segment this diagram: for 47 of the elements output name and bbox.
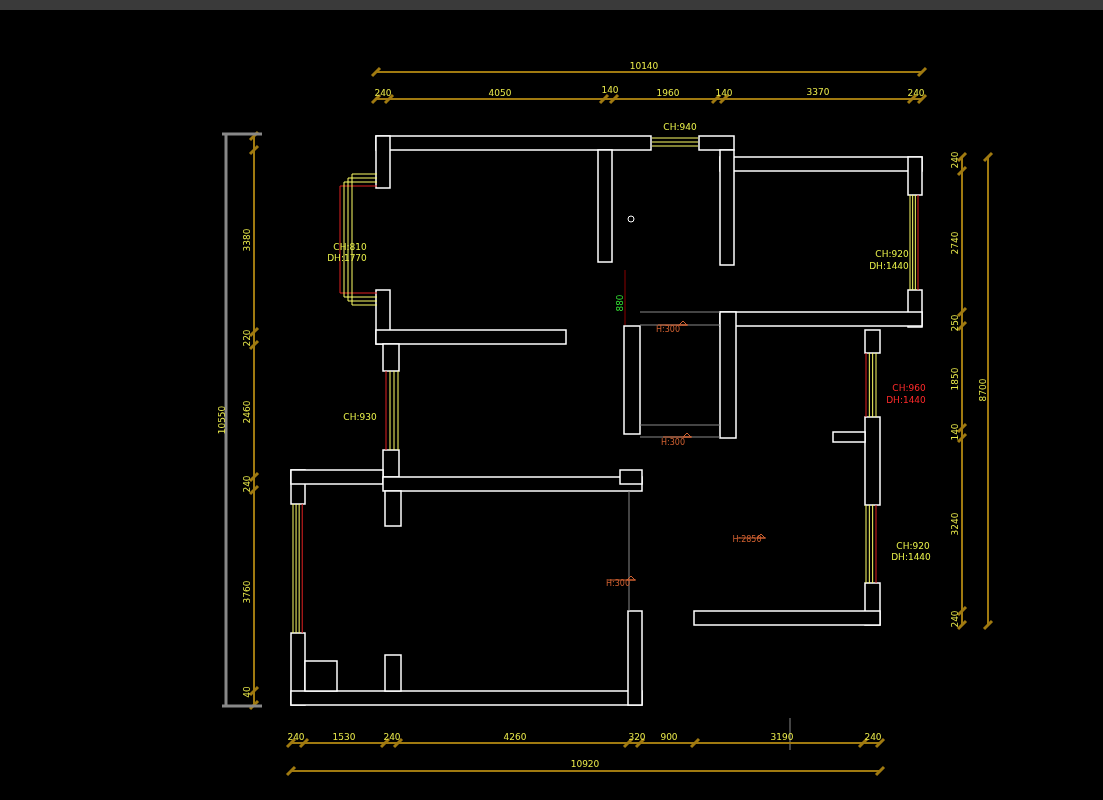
height-mark-label: H:300 xyxy=(606,580,630,588)
dimension-label: 240 xyxy=(287,732,305,742)
dimension-label: 240 xyxy=(950,610,960,628)
dimension-label: 240 xyxy=(374,88,392,98)
dimension-label: 220 xyxy=(242,329,252,347)
dimension-label: 8700 xyxy=(978,378,988,402)
window-label: CH:960 xyxy=(892,383,926,393)
window-label: CH:940 xyxy=(663,122,697,132)
window-label: CH:920 xyxy=(875,249,909,259)
dimension-label: 240 xyxy=(383,732,401,742)
dimension-label: 3240 xyxy=(950,512,960,536)
dimension-label: 240 xyxy=(864,732,882,742)
window-label: DH:1770 xyxy=(327,253,367,263)
dimension-label: 240 xyxy=(907,88,925,98)
window-label: DH:1440 xyxy=(869,261,909,271)
dimension-label: 320 xyxy=(628,732,646,742)
height-mark-label: H:2850 xyxy=(732,536,762,544)
dimension-label: 10550 xyxy=(217,405,227,435)
window-label: CH:810 xyxy=(333,242,367,252)
dimension-label: 10140 xyxy=(629,61,659,71)
window-label: DH:1440 xyxy=(891,552,931,562)
dimension-label: 240 xyxy=(242,475,252,493)
dimension-label: 3380 xyxy=(242,228,252,252)
dimension-label: 240 xyxy=(950,151,960,169)
dimension-label: 40 xyxy=(242,686,252,698)
dimension-label: 3760 xyxy=(242,580,252,604)
dimension-label: 250 xyxy=(950,314,960,332)
dimension-label: 1850 xyxy=(950,367,960,391)
dimension-label: 3190 xyxy=(770,732,794,742)
dimension-label: 140 xyxy=(715,88,733,98)
window-label: CH:920 xyxy=(896,541,930,551)
dimension-label: 10920 xyxy=(570,759,600,769)
dimension-label: 3370 xyxy=(806,87,830,97)
dimension-label: 1960 xyxy=(656,88,680,98)
window-label: DH:1440 xyxy=(886,395,926,405)
height-mark-label: H:300 xyxy=(656,326,680,334)
dimension-label: 2740 xyxy=(950,231,960,255)
dimension-label: 900 xyxy=(660,732,678,742)
height-mark-label: H:300 xyxy=(661,439,685,447)
dimension-label: 140 xyxy=(950,423,960,441)
dimension-label: 880 xyxy=(615,294,625,312)
dimension-label: 4050 xyxy=(488,88,512,98)
dimension-label: 1530 xyxy=(332,732,356,742)
dimension-label: 4260 xyxy=(503,732,527,742)
dimension-label: 140 xyxy=(601,85,619,95)
dimension-label: 2460 xyxy=(242,400,252,424)
window-label: CH:930 xyxy=(343,412,377,422)
